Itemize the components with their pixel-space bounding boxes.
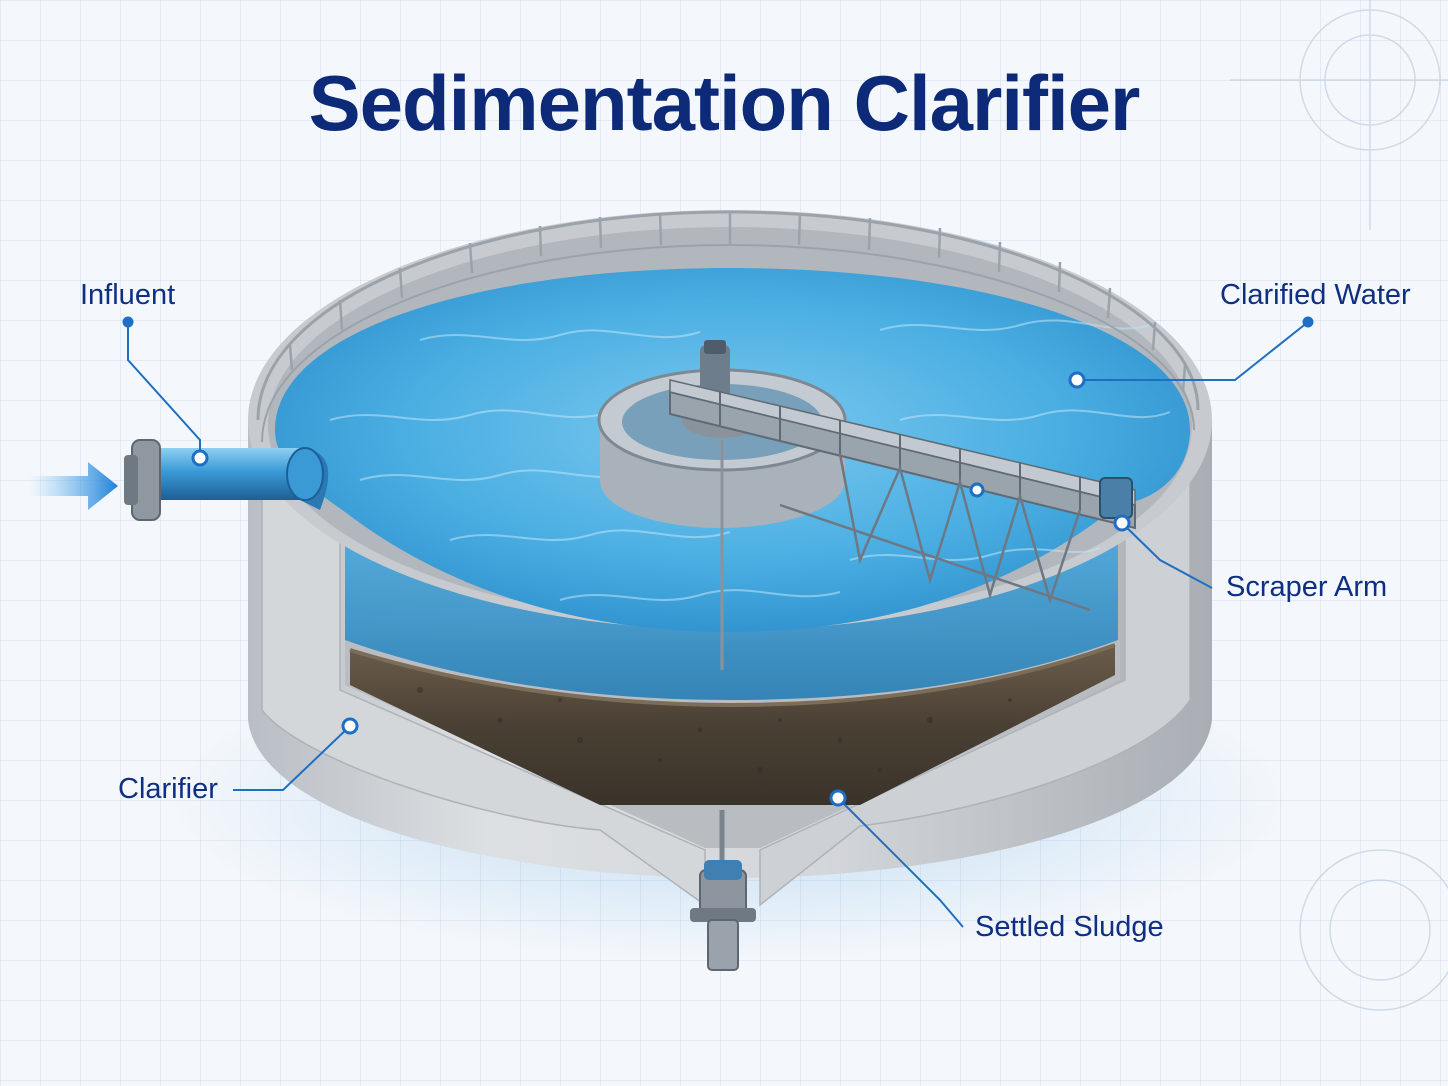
- callout-dots: [122, 316, 1314, 807]
- influent-pipe: [124, 439, 329, 521]
- sludge-layer: [350, 645, 1115, 805]
- sludge-texture: [417, 687, 1012, 773]
- callout-lines: [127, 321, 1309, 928]
- blueprint-decoration: [1230, 0, 1448, 1011]
- sludge-top-edge: [349, 643, 1116, 708]
- label-settled-sludge: Settled Sludge: [975, 911, 1164, 943]
- handrail: [256, 210, 1200, 443]
- scraper-arm-bridge: [669, 379, 1136, 612]
- cutaway-wall-right: [759, 427, 1191, 907]
- water-ripples: [329, 319, 1171, 601]
- sludge-outlet-valve: [690, 810, 756, 971]
- water-cross-section: [345, 505, 1118, 700]
- label-clarified-water: Clarified Water: [1220, 279, 1411, 311]
- label-influent: Influent: [80, 279, 176, 311]
- influent-arrow-icon: [30, 462, 118, 510]
- bridge-drive: [1099, 477, 1133, 519]
- page-title: Sedimentation Clarifier: [308, 59, 1141, 147]
- label-scraper-arm: Scraper Arm: [1226, 571, 1388, 603]
- label-clarifier: Clarifier: [118, 773, 218, 805]
